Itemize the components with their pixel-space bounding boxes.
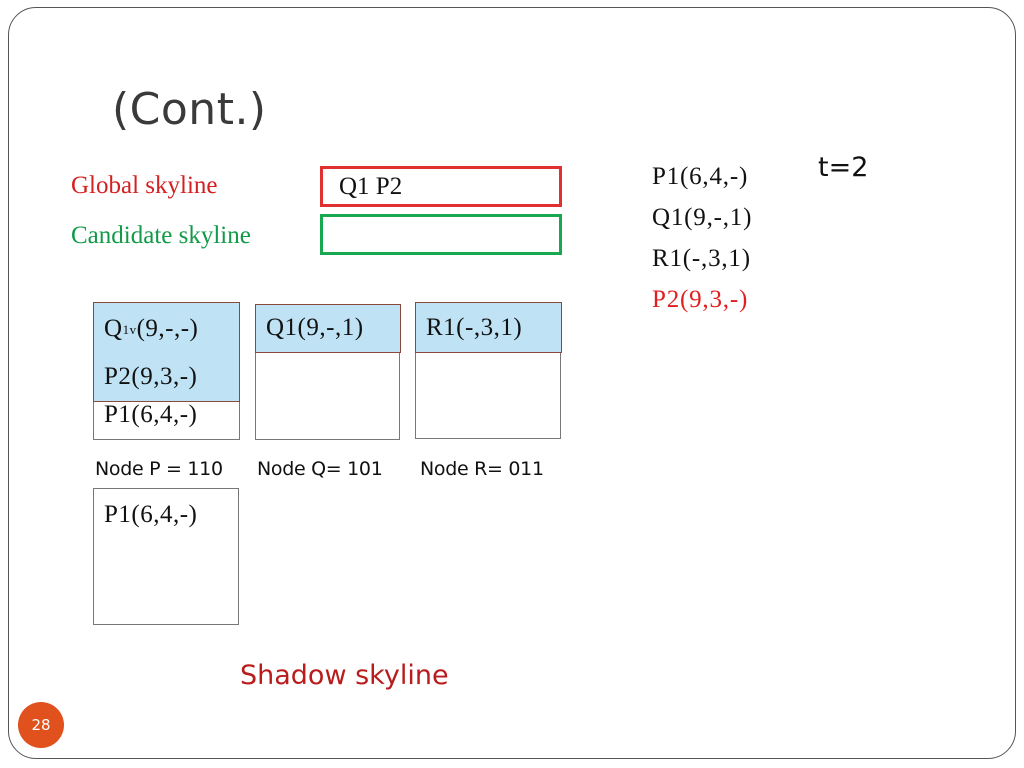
global-skyline-value: Q1 P2 bbox=[339, 173, 403, 200]
entry-subscript: 1v bbox=[122, 322, 137, 337]
global-skyline-label: Global skyline bbox=[71, 172, 218, 199]
node-q-box: Q1(9,-,1) bbox=[255, 304, 401, 440]
global-skyline-box: Q1 P2 bbox=[320, 166, 562, 207]
entry-rest: (9,-,-) bbox=[136, 315, 199, 342]
time-label: t=2 bbox=[818, 152, 869, 183]
node-p-entry-p2: P2(9,3,-) bbox=[104, 363, 198, 390]
node-q-entry-q1: Q1(9,-,1) bbox=[266, 314, 364, 341]
node-p-caption: Node P = 110 bbox=[95, 458, 223, 480]
node-p-entry-q1v: Q1v(9,-,-) bbox=[104, 315, 198, 343]
slide-frame bbox=[8, 7, 1016, 759]
node-r-highlight bbox=[415, 302, 562, 353]
point-item-p1: P1(6,4,-) bbox=[652, 163, 749, 190]
point-list: P1(6,4,-) Q1(9,-,1) R1(-,3,1) P2(9,3,-) bbox=[652, 156, 752, 320]
candidate-skyline-label: Candidate skyline bbox=[71, 222, 251, 249]
shadow-skyline-title: Shadow skyline bbox=[240, 660, 449, 691]
node-q-highlight bbox=[255, 304, 401, 353]
shadow-entry-p1: P1(6,4,-) bbox=[104, 501, 198, 528]
node-r-entry-r1: R1(-,3,1) bbox=[426, 314, 523, 341]
node-p-box: Q1v(9,-,-) P2(9,3,-) P1(6,4,-) bbox=[93, 302, 240, 440]
page-number-badge: 28 bbox=[18, 702, 64, 748]
page-number: 28 bbox=[31, 716, 51, 734]
point-item-r1: R1(-,3,1) bbox=[652, 245, 751, 272]
candidate-skyline-box bbox=[320, 214, 562, 255]
node-p-entry-p1: P1(6,4,-) bbox=[104, 401, 198, 428]
slide-title: (Cont.) bbox=[112, 84, 267, 135]
node-r-box: R1(-,3,1) bbox=[415, 302, 562, 439]
node-p-highlight bbox=[93, 302, 240, 402]
entry-base: Q bbox=[104, 315, 123, 342]
point-item-p2: P2(9,3,-) bbox=[652, 286, 749, 313]
shadow-node-box: P1(6,4,-) bbox=[93, 488, 239, 625]
node-q-caption: Node Q= 101 bbox=[257, 458, 383, 480]
node-r-caption: Node R= 011 bbox=[420, 458, 544, 480]
point-item-q1: Q1(9,-,1) bbox=[652, 204, 753, 231]
